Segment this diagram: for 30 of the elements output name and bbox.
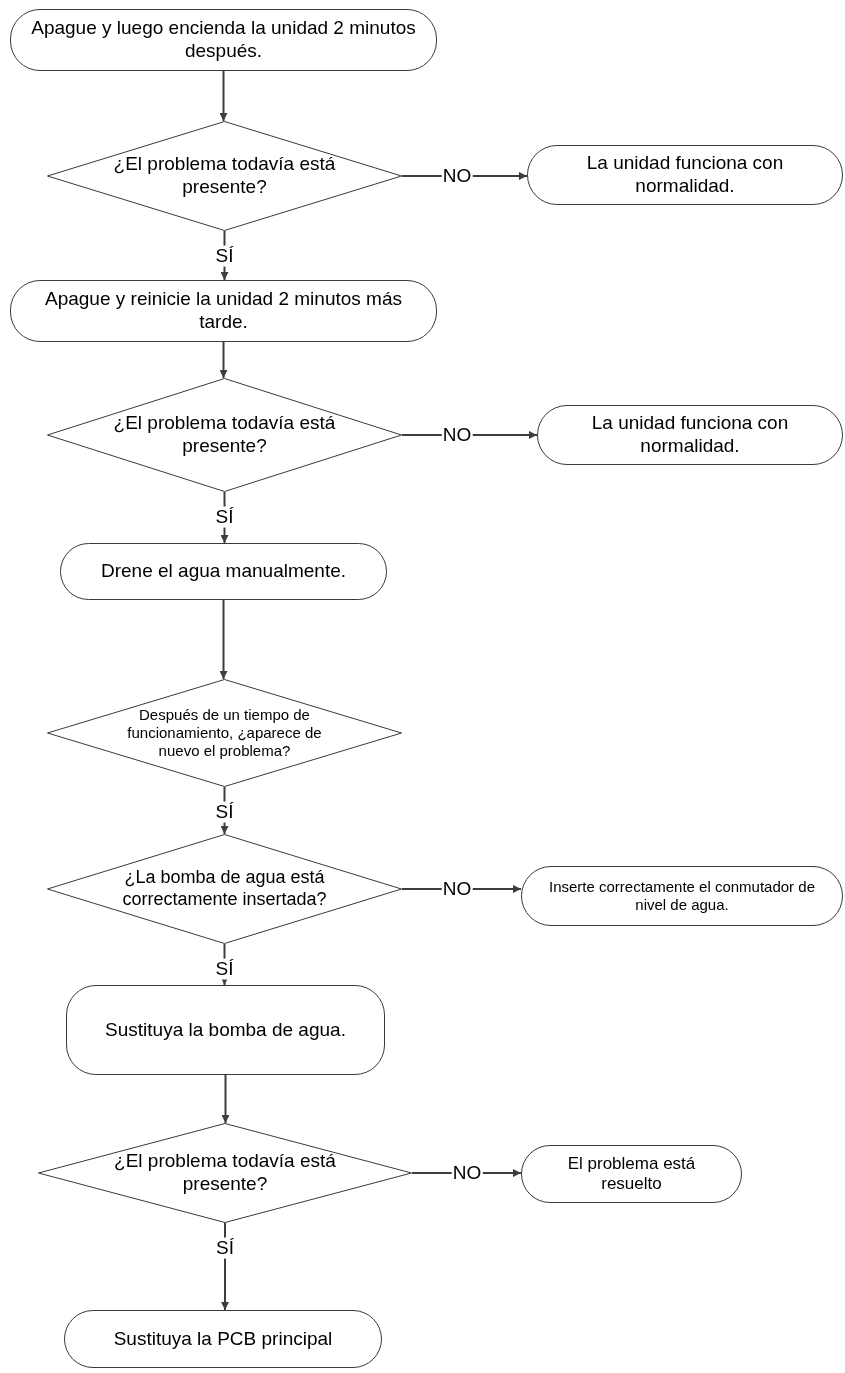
- edge-label: SÍ: [214, 245, 235, 267]
- terminal-box: [10, 280, 437, 342]
- terminal-text: Apague y luego encienda la unidad 2 minutos después.: [30, 17, 417, 63]
- terminal-text: Sustituya la bomba de agua.: [105, 1018, 346, 1042]
- edge-label: SÍ: [214, 506, 235, 528]
- terminal-text: Sustituya la PCB principal: [113, 1327, 333, 1351]
- decision-text: ¿El problema todavía está presente?: [112, 412, 337, 458]
- edge-label: SÍ: [214, 801, 235, 823]
- arrow: [219, 70, 228, 122]
- arrow: [219, 599, 228, 680]
- decision-text: ¿La bomba de agua está correctamente insertada?: [121, 867, 328, 911]
- terminal-box: [521, 866, 843, 926]
- terminal-box: [60, 543, 387, 600]
- terminal-box: [537, 405, 843, 465]
- terminal-box: [10, 9, 437, 71]
- terminal-text: La unidad funciona con normalidad.: [590, 412, 790, 458]
- terminal-text: Inserte correctamente el conmutador de nivel de agua.: [548, 878, 816, 914]
- edge-label: SÍ: [214, 958, 235, 980]
- decision-text: ¿El problema todavía está presente?: [112, 153, 337, 199]
- decision-text: ¿El problema todavía está presente?: [113, 1150, 337, 1196]
- terminal-box: [527, 145, 843, 205]
- terminal-text: Apague y reinicie la unidad 2 minutos más tarde.: [44, 288, 403, 334]
- terminal-text: La unidad funciona con normalidad.: [585, 152, 785, 198]
- arrow: [219, 341, 228, 379]
- decision-text: Después de un tiempo de funcionamiento, ¿aparece de nuevo el problema?: [126, 706, 323, 760]
- edge-label: SÍ: [215, 1237, 235, 1259]
- arrow: [221, 1074, 230, 1124]
- terminal-box: [66, 985, 385, 1075]
- terminal-text: El problema está resuelto: [566, 1153, 697, 1195]
- terminal-text: Drene el agua manualmente.: [100, 560, 346, 583]
